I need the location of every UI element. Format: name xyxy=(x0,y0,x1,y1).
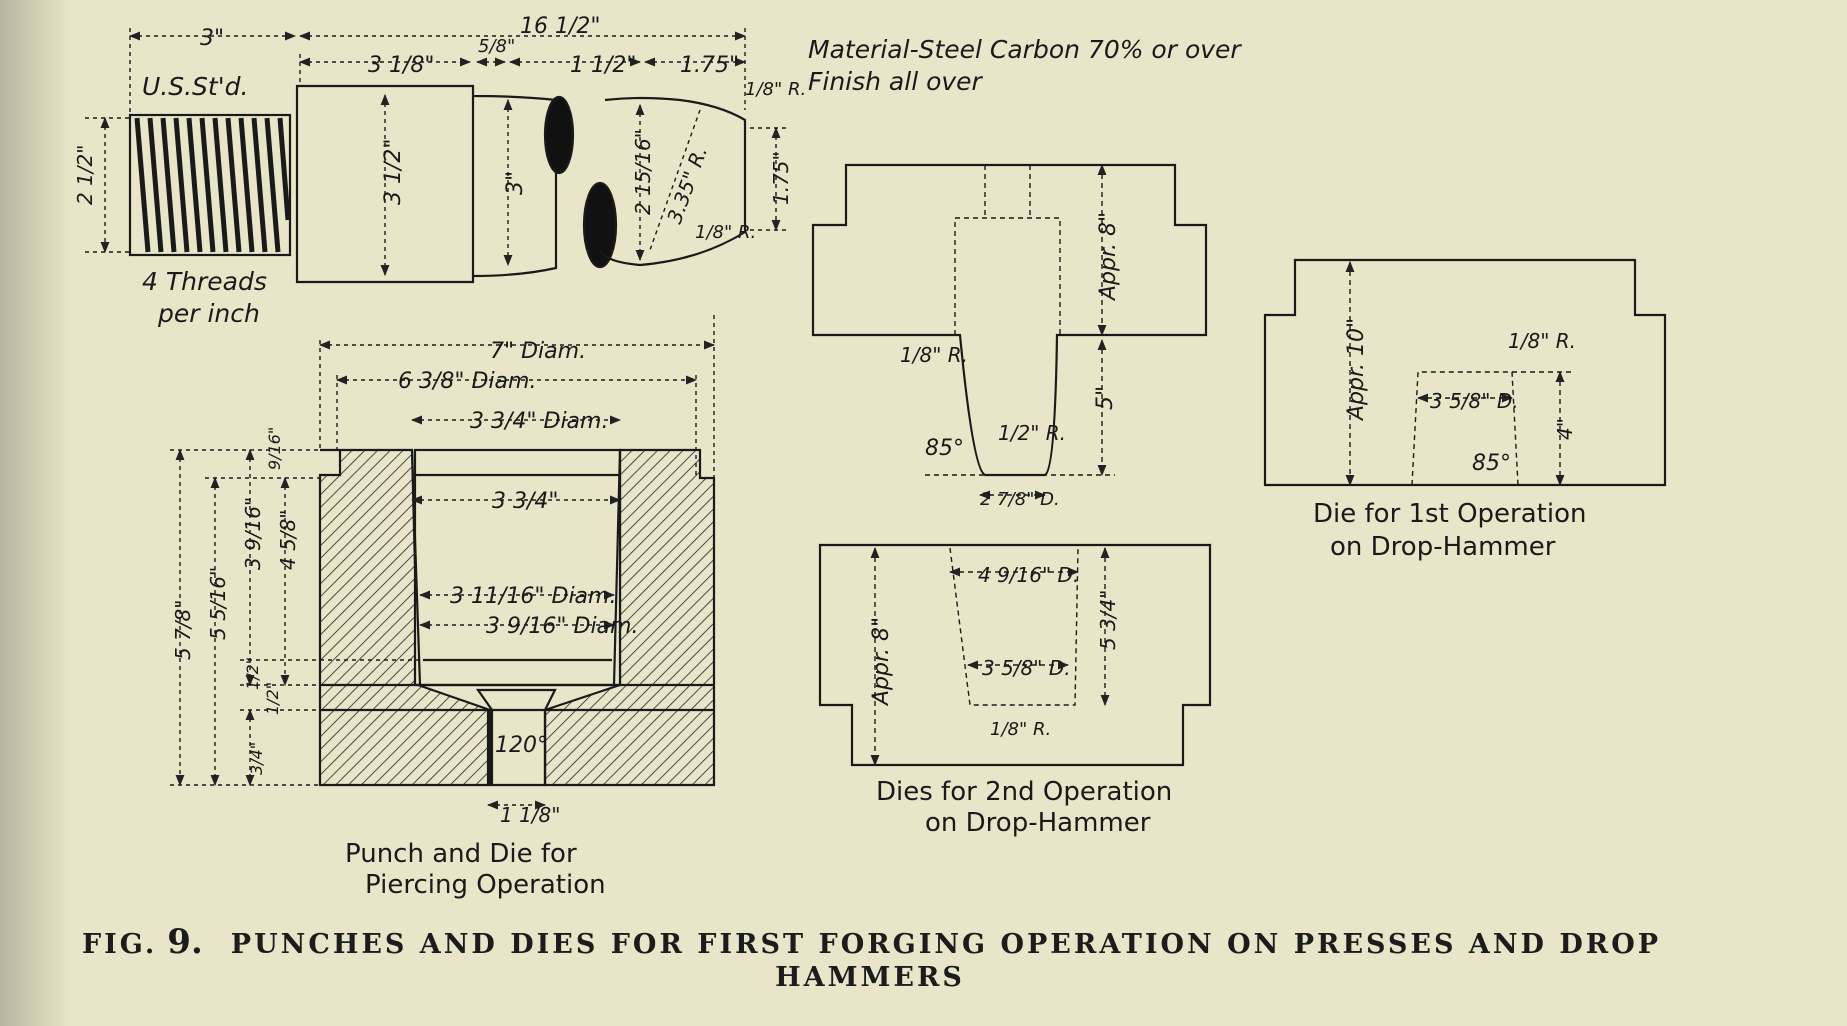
blank-body xyxy=(295,84,558,284)
dim-39-diam: 3 9/16" Diam. xyxy=(486,614,638,639)
material-note: Material-Steel Carbon 70% or over xyxy=(808,35,1242,64)
dim-358-die1: 3 5/8" D. xyxy=(1430,389,1519,413)
dim-5: 5" xyxy=(1093,386,1118,410)
dim-overall-length: 16 1/2" xyxy=(520,14,601,39)
dim-5516: 5 5/16" xyxy=(206,567,230,640)
dim-face-width: 1.75" xyxy=(769,151,793,205)
thread-section xyxy=(128,113,292,257)
threads-label-2: per inch xyxy=(157,299,260,328)
dim-578: 5 7/8" xyxy=(171,600,195,660)
dim-118: 1 1/8" xyxy=(500,803,560,827)
dim-3916: 3 9/16" xyxy=(241,497,265,570)
dim-r12-die2: 1/2" R. xyxy=(998,421,1066,445)
page-shadow xyxy=(0,0,70,1026)
punch-die-section xyxy=(170,315,716,810)
dim-7-diam: 7" Diam. xyxy=(490,339,586,364)
punch-die-title-2: Piercing Operation xyxy=(365,870,606,900)
finish-note: Finish all over xyxy=(808,67,984,96)
dim-appr8-top: Appr. 8" xyxy=(1096,212,1121,302)
die1-title-1: Die for 1st Operation xyxy=(1313,499,1586,529)
die-right-wall xyxy=(543,448,716,787)
threads-label-1: 4 Threads xyxy=(142,267,267,296)
dim-6-diam: 6 3/8" Diam. xyxy=(398,369,536,394)
dim-body-length: 3 1/8" xyxy=(368,53,435,78)
dim-neck-length: 5/8" xyxy=(478,36,515,57)
blank-head xyxy=(598,96,747,267)
dim-311-diam: 3 11/16" Diam. xyxy=(450,584,616,609)
dim-head-diameter: 2 15/16" xyxy=(631,129,655,215)
dim-three-quarter: 3/4" xyxy=(247,742,266,775)
caption-line-1: PUNCHES AND DIES FOR FIRST FORGING OPERA… xyxy=(230,929,1662,960)
dim-r18-die2: 1/8" R. xyxy=(900,343,968,367)
die-2nd-lower xyxy=(818,543,1212,767)
figure-label: FIG. xyxy=(82,929,158,960)
dim-body-diameter: 3 1/2" xyxy=(381,138,406,205)
dim-thread-diameter: 2 1/2" xyxy=(73,145,97,205)
dim-4-die1: 4" xyxy=(1553,418,1577,440)
dim-r18b-die2: 1/8" R. xyxy=(990,719,1051,740)
die-1st xyxy=(1263,258,1667,487)
dim-334: 3 3/4" xyxy=(492,489,559,514)
die1-title-2: on Drop-Hammer xyxy=(1330,532,1556,562)
dim-85-die2: 85° xyxy=(925,436,964,461)
thread-std-label: U.S.St'd. xyxy=(142,72,248,101)
die-2nd-upper xyxy=(811,163,1208,500)
dim-appr8-bottom: Appr. 8" xyxy=(869,617,894,707)
figure-number: 9. xyxy=(167,922,203,962)
caption-line-2: HAMMERS xyxy=(775,962,965,993)
dim-head-length: 1 1/2" xyxy=(570,53,637,78)
dim-thread-length: 3" xyxy=(200,26,224,51)
dim-tip-length: 1.75" xyxy=(680,53,739,78)
dim-278: 2 7/8" D. xyxy=(980,489,1060,510)
dim-appr10: Appr. 10" xyxy=(1344,318,1369,422)
dim-edge-radius: 1/8" R. xyxy=(695,222,756,243)
dim-916: 9/16" xyxy=(265,427,284,470)
dim-neck-diameter: 3" xyxy=(503,171,528,195)
dim-534: 5 3/4" xyxy=(1096,590,1120,650)
figure-caption: FIG. 9. PUNCHES AND DIES FOR FIRST FORGING… xyxy=(82,922,1682,962)
dim-r18-die1: 1/8" R. xyxy=(1508,329,1576,353)
dim-358-die2: 3 5/8" D. xyxy=(982,656,1071,680)
dim-334-diam: 3 3/4" Diam. xyxy=(470,409,608,434)
punch-die-title-1: Punch and Die for xyxy=(345,839,577,869)
dim-tip-radius: 1/8" R. xyxy=(745,79,806,100)
forging-blank xyxy=(85,28,790,284)
dim-458: 4 5/8" xyxy=(276,510,300,570)
die2-title-2: on Drop-Hammer xyxy=(925,808,1151,838)
dim-4916: 4 9/16" D. xyxy=(978,563,1079,587)
die2-title-1: Dies for 2nd Operation xyxy=(876,777,1172,807)
dim-head-radius: 3.35" R. xyxy=(662,143,712,227)
dim-85-die1: 85° xyxy=(1472,451,1511,476)
dim-half-a: 1/2" xyxy=(243,657,262,690)
dim-half-b: 1/2" xyxy=(263,682,282,715)
dim-120-deg: 120° xyxy=(495,733,548,758)
